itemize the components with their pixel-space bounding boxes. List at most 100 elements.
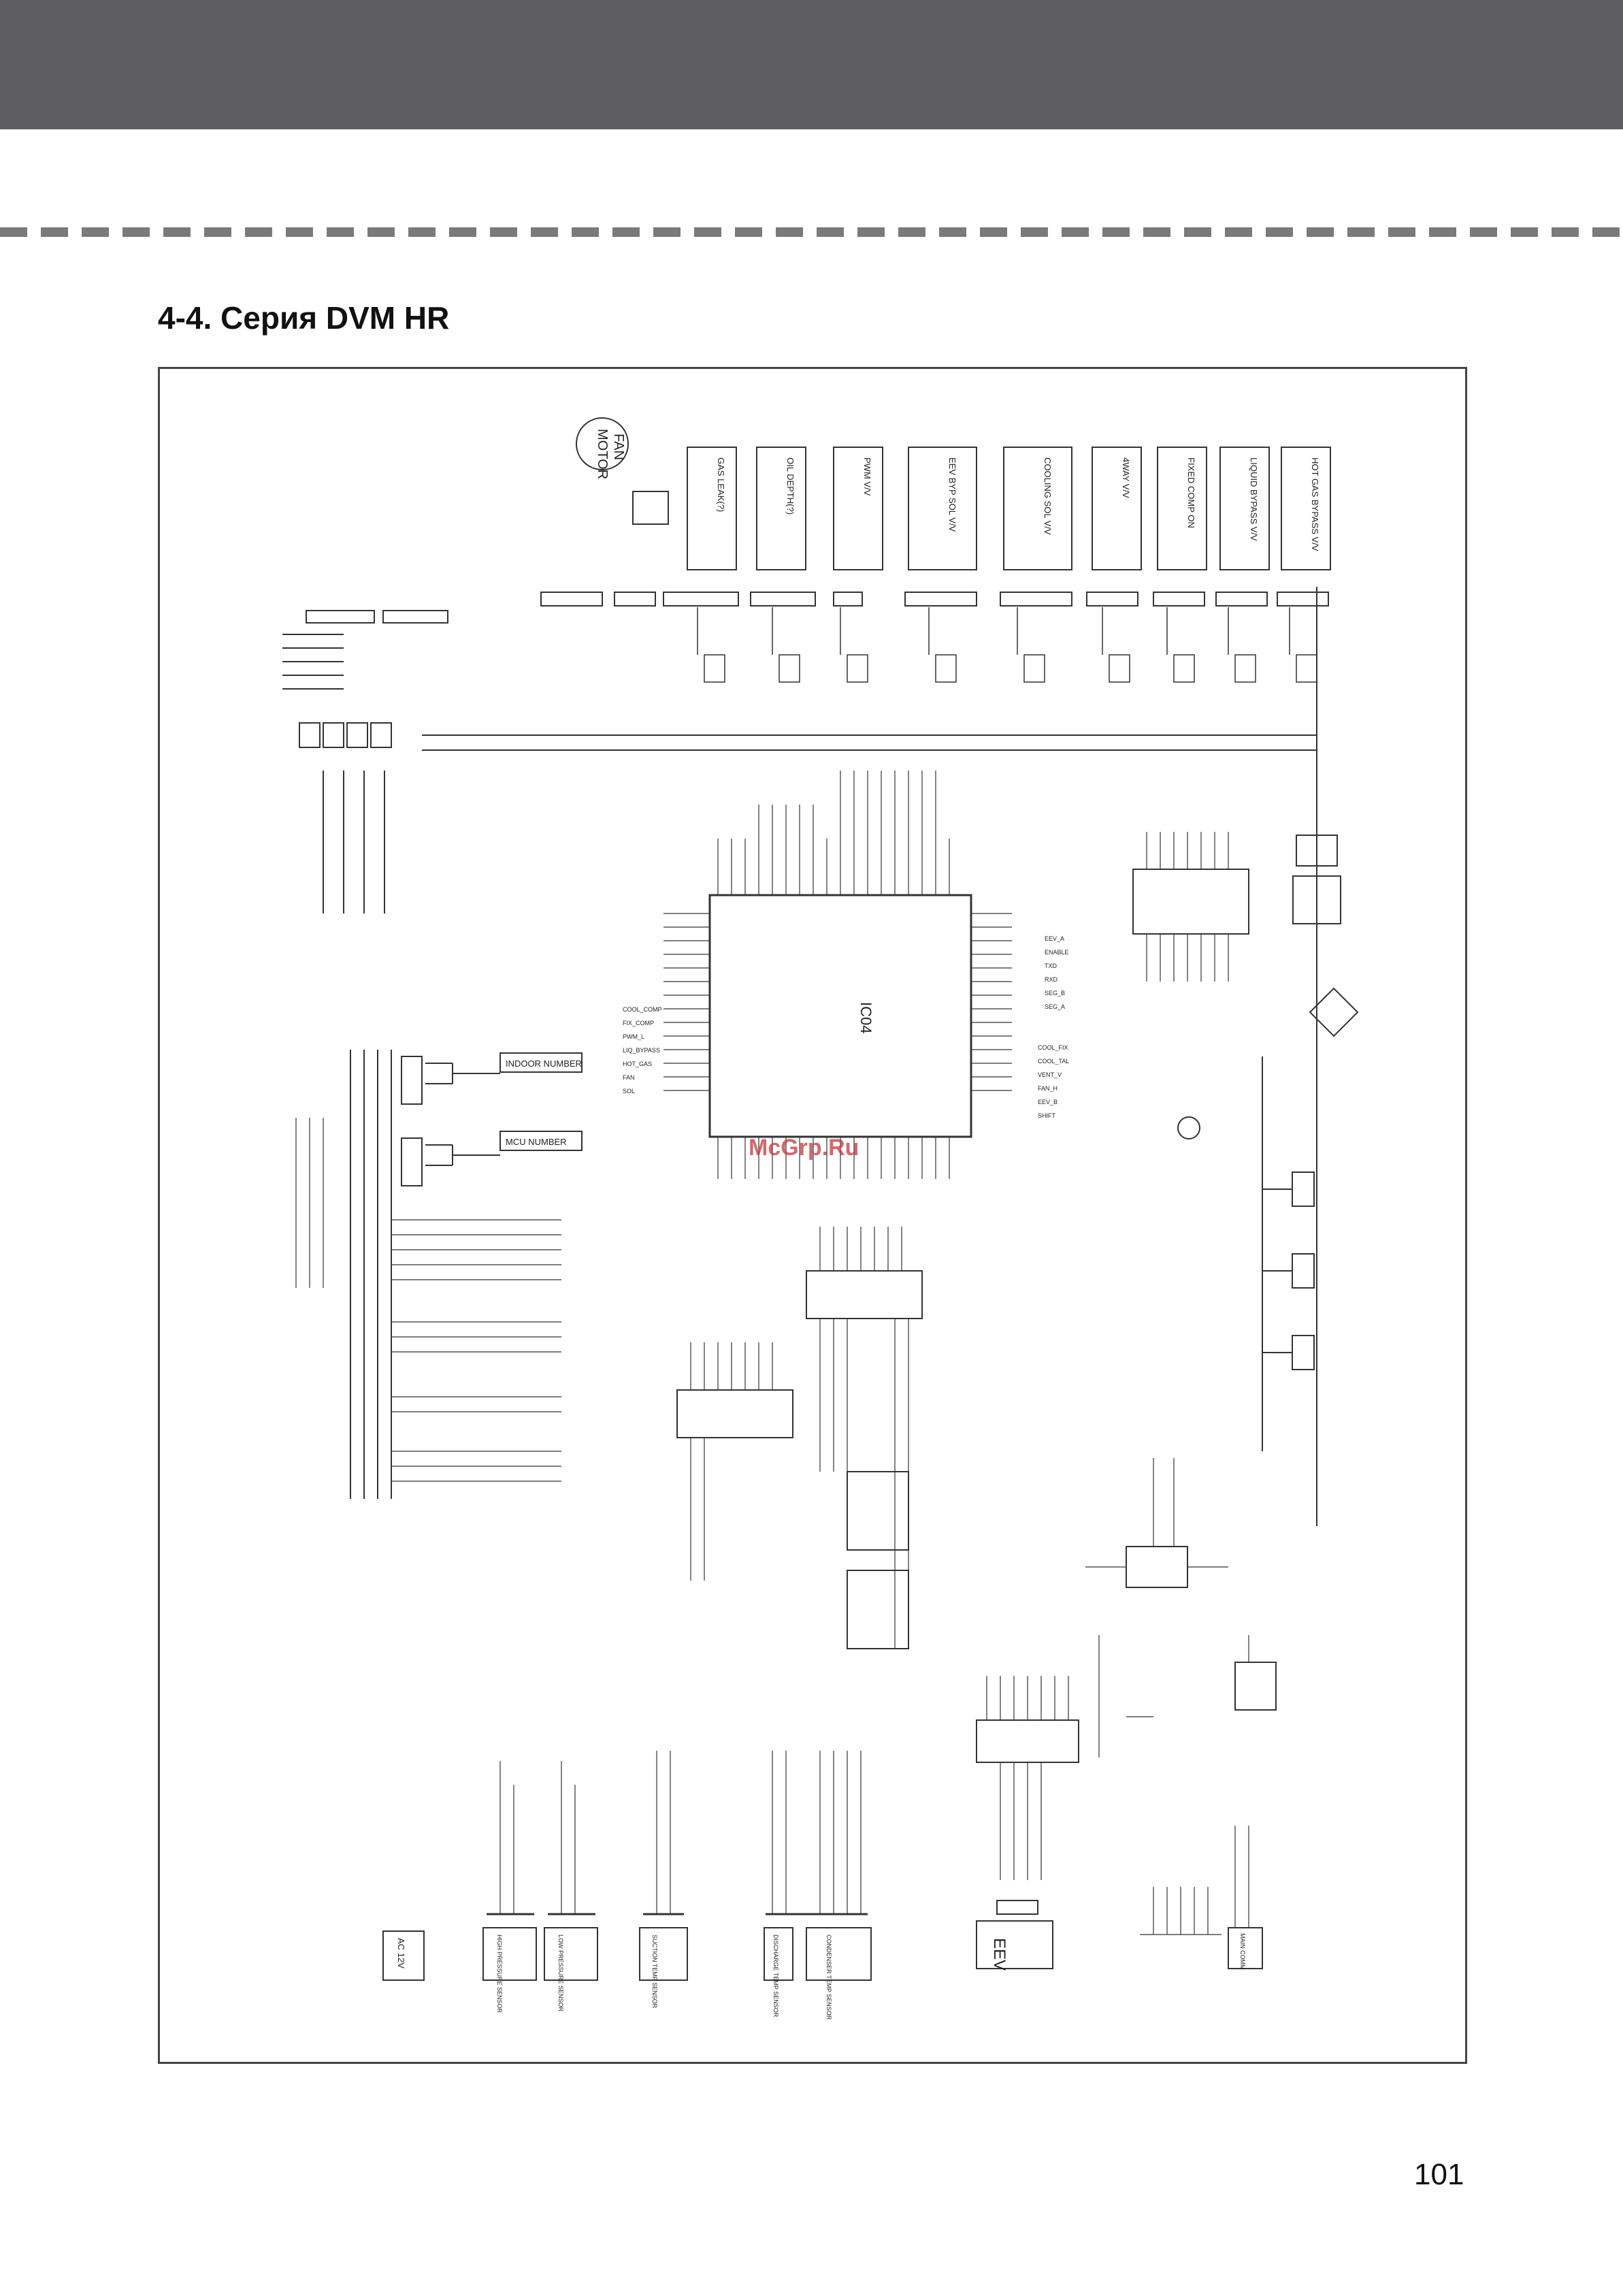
load-box [908, 447, 977, 570]
fuse-symbol [1177, 1116, 1200, 1139]
mcu-pin-label: COOL_TAL [1038, 1058, 1069, 1065]
latch-ic [1132, 869, 1249, 935]
connector [614, 592, 656, 607]
regulator [1292, 1253, 1315, 1289]
regulator [1296, 835, 1338, 867]
ac-block-box [382, 1930, 425, 1981]
mcu-pin-label: FAN_H [1038, 1085, 1058, 1092]
led-driver-ic [806, 1270, 923, 1319]
mcu-chip [708, 894, 972, 1138]
load-box [687, 447, 737, 570]
sensor-nets [499, 1751, 862, 1914]
fan-motor-symbol [576, 417, 629, 470]
connector [306, 610, 375, 624]
load-label: OIL DEPTH(?) [785, 457, 796, 515]
comm-nets [1085, 1458, 1249, 1758]
mcu-pin-label: TXD [1045, 963, 1058, 969]
connector [1000, 592, 1072, 607]
connector [904, 592, 977, 607]
schematic-frame: FAN MOTOR GAS LEAK(?) OIL DEPTH(?) PWM V… [158, 367, 1467, 2064]
optocoupler [346, 722, 368, 748]
mcu-pin-label: COOL_COMP [623, 1006, 662, 1013]
sensor-label: LOW PRESSURE SENSOR [557, 1935, 564, 2012]
load-box [756, 447, 806, 570]
mcu-pin-label: VENT_V [1038, 1071, 1062, 1078]
indoor-number-label: INDOOR NUMBER [506, 1058, 582, 1069]
mcu-pin-label: PWM_L [623, 1033, 644, 1040]
page-number: 101 [1414, 2158, 1464, 2191]
connector [1153, 592, 1205, 607]
mcu-pin-label: FAN [623, 1074, 635, 1081]
load-label: 4WAY V/V [1121, 457, 1131, 498]
load-label: PWM V/V [862, 457, 872, 496]
dip-switch-nets [391, 1219, 561, 1482]
rotary-switch [401, 1056, 423, 1105]
indoor-number-box [499, 1052, 583, 1073]
optocoupler [370, 722, 392, 748]
mcu-number-label: MCU NUMBER [506, 1137, 567, 1147]
regulator [1292, 1335, 1315, 1370]
comm-relay [1234, 1662, 1277, 1711]
mcu-pin-label: ENABLE [1045, 949, 1069, 956]
watermark-text: McGrp.Ru [749, 1135, 859, 1161]
comm-connector-box [1228, 1927, 1263, 1969]
sensor-label: CONDENSER TEMP SENSOR [825, 1935, 832, 2020]
mcu-bottom-pins [717, 1137, 950, 1179]
sensor-box [482, 1927, 537, 1981]
load-box [1219, 447, 1270, 570]
display-nets [690, 1319, 909, 1649]
led-driver-ic [676, 1389, 793, 1438]
connector [1086, 592, 1138, 607]
optocoupler [299, 722, 321, 748]
resistor-network [282, 634, 344, 690]
mcu-pin-label: RXD [1045, 976, 1058, 983]
load-box [833, 447, 883, 570]
pullup-nets [295, 1118, 324, 1288]
mcu-right-pins [971, 913, 1012, 1091]
load-box [1003, 447, 1072, 570]
sensor-box [544, 1927, 598, 1981]
load-box [1092, 447, 1142, 570]
load-label: FIXED COMP ON [1186, 457, 1196, 528]
rotary-switch [401, 1137, 423, 1186]
mcu-label: IC04 [857, 1002, 874, 1033]
load-label: HOT GAS BYPASS V/V [1310, 457, 1320, 551]
eev-nets [986, 1676, 1069, 1880]
load-label: EEV BYP SOL V/V [947, 457, 957, 532]
mcu-left-pins [663, 913, 710, 1091]
relay-symbol [632, 491, 669, 525]
fan-label-line1: FAN [611, 434, 626, 460]
sensor-label: DISCHARGE TEMP SENSOR [772, 1935, 779, 2018]
connector [1215, 592, 1268, 607]
bridge-rectifier [1309, 987, 1359, 1037]
eev-box [976, 1920, 1053, 1969]
connector [540, 592, 603, 607]
connector [833, 592, 863, 607]
dashed-divider [0, 227, 1623, 237]
load-label: COOLING SOL V/V [1043, 457, 1053, 535]
mcu-pin-label: EEV_A [1045, 935, 1064, 942]
latch-pins [1146, 934, 1229, 982]
mcu-pin-label: SHIFT [1038, 1112, 1056, 1119]
mcu-top-pins [717, 839, 950, 895]
optocoupler [323, 722, 344, 748]
eev-label: EEV [990, 1938, 1009, 1971]
mcu-pin-label: COOL_FIX [1038, 1044, 1068, 1051]
led-nets [819, 1227, 902, 1271]
sensor-box [806, 1927, 872, 1981]
sensor-label: SUCTION TEMP SENSOR [651, 1935, 658, 2009]
mcu-pin-label: SEG_A [1045, 1003, 1065, 1010]
latch-pins [1146, 832, 1229, 869]
switch-nets [425, 1063, 500, 1166]
seven-segment-display [847, 1570, 909, 1649]
section-title: 4-4. Серия DVM HR [158, 300, 450, 336]
eev-driver-ic [976, 1719, 1079, 1763]
header-band [0, 0, 1623, 129]
regulator-nets [1262, 1056, 1292, 1451]
load-box [1157, 447, 1207, 570]
transformer [1292, 875, 1341, 924]
switch-nets [350, 1050, 392, 1499]
comm-label: MAIN COMM [1239, 1933, 1246, 1970]
connector [1277, 592, 1329, 607]
connector [663, 592, 739, 607]
